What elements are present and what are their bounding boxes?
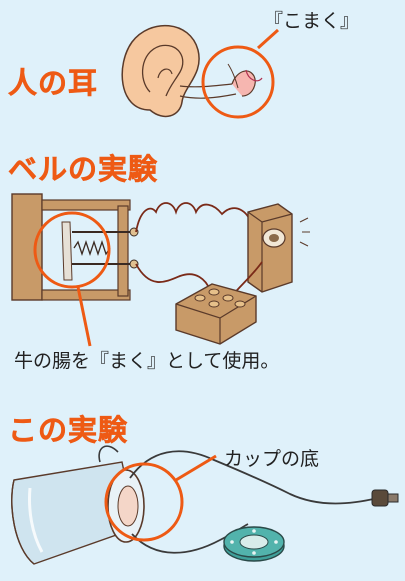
eardrum-highlight-circle — [201, 45, 275, 119]
cup-bottom-label: カップの底 — [224, 448, 320, 470]
eardrum-callout-line — [256, 28, 280, 50]
cow-gut-membrane-label: 牛の腸を『まく』として使用。 — [14, 350, 280, 372]
ear-heading: 人の耳 — [8, 66, 99, 101]
cup-bottom-highlight-circle — [104, 462, 184, 542]
cup-bottom-callout-line — [175, 454, 217, 482]
cup-experiment-illustration — [11, 445, 399, 565]
ear-illustration — [121, 24, 280, 119]
this-experiment-heading: この実験 — [8, 413, 129, 448]
bell-illustration — [11, 193, 310, 347]
membrane-highlight-circle — [33, 211, 111, 289]
membrane-callout-line — [76, 286, 92, 347]
eardrum-label: 『こまく』 — [264, 10, 360, 32]
bell-experiment-heading: ベルの実験 — [8, 152, 159, 187]
